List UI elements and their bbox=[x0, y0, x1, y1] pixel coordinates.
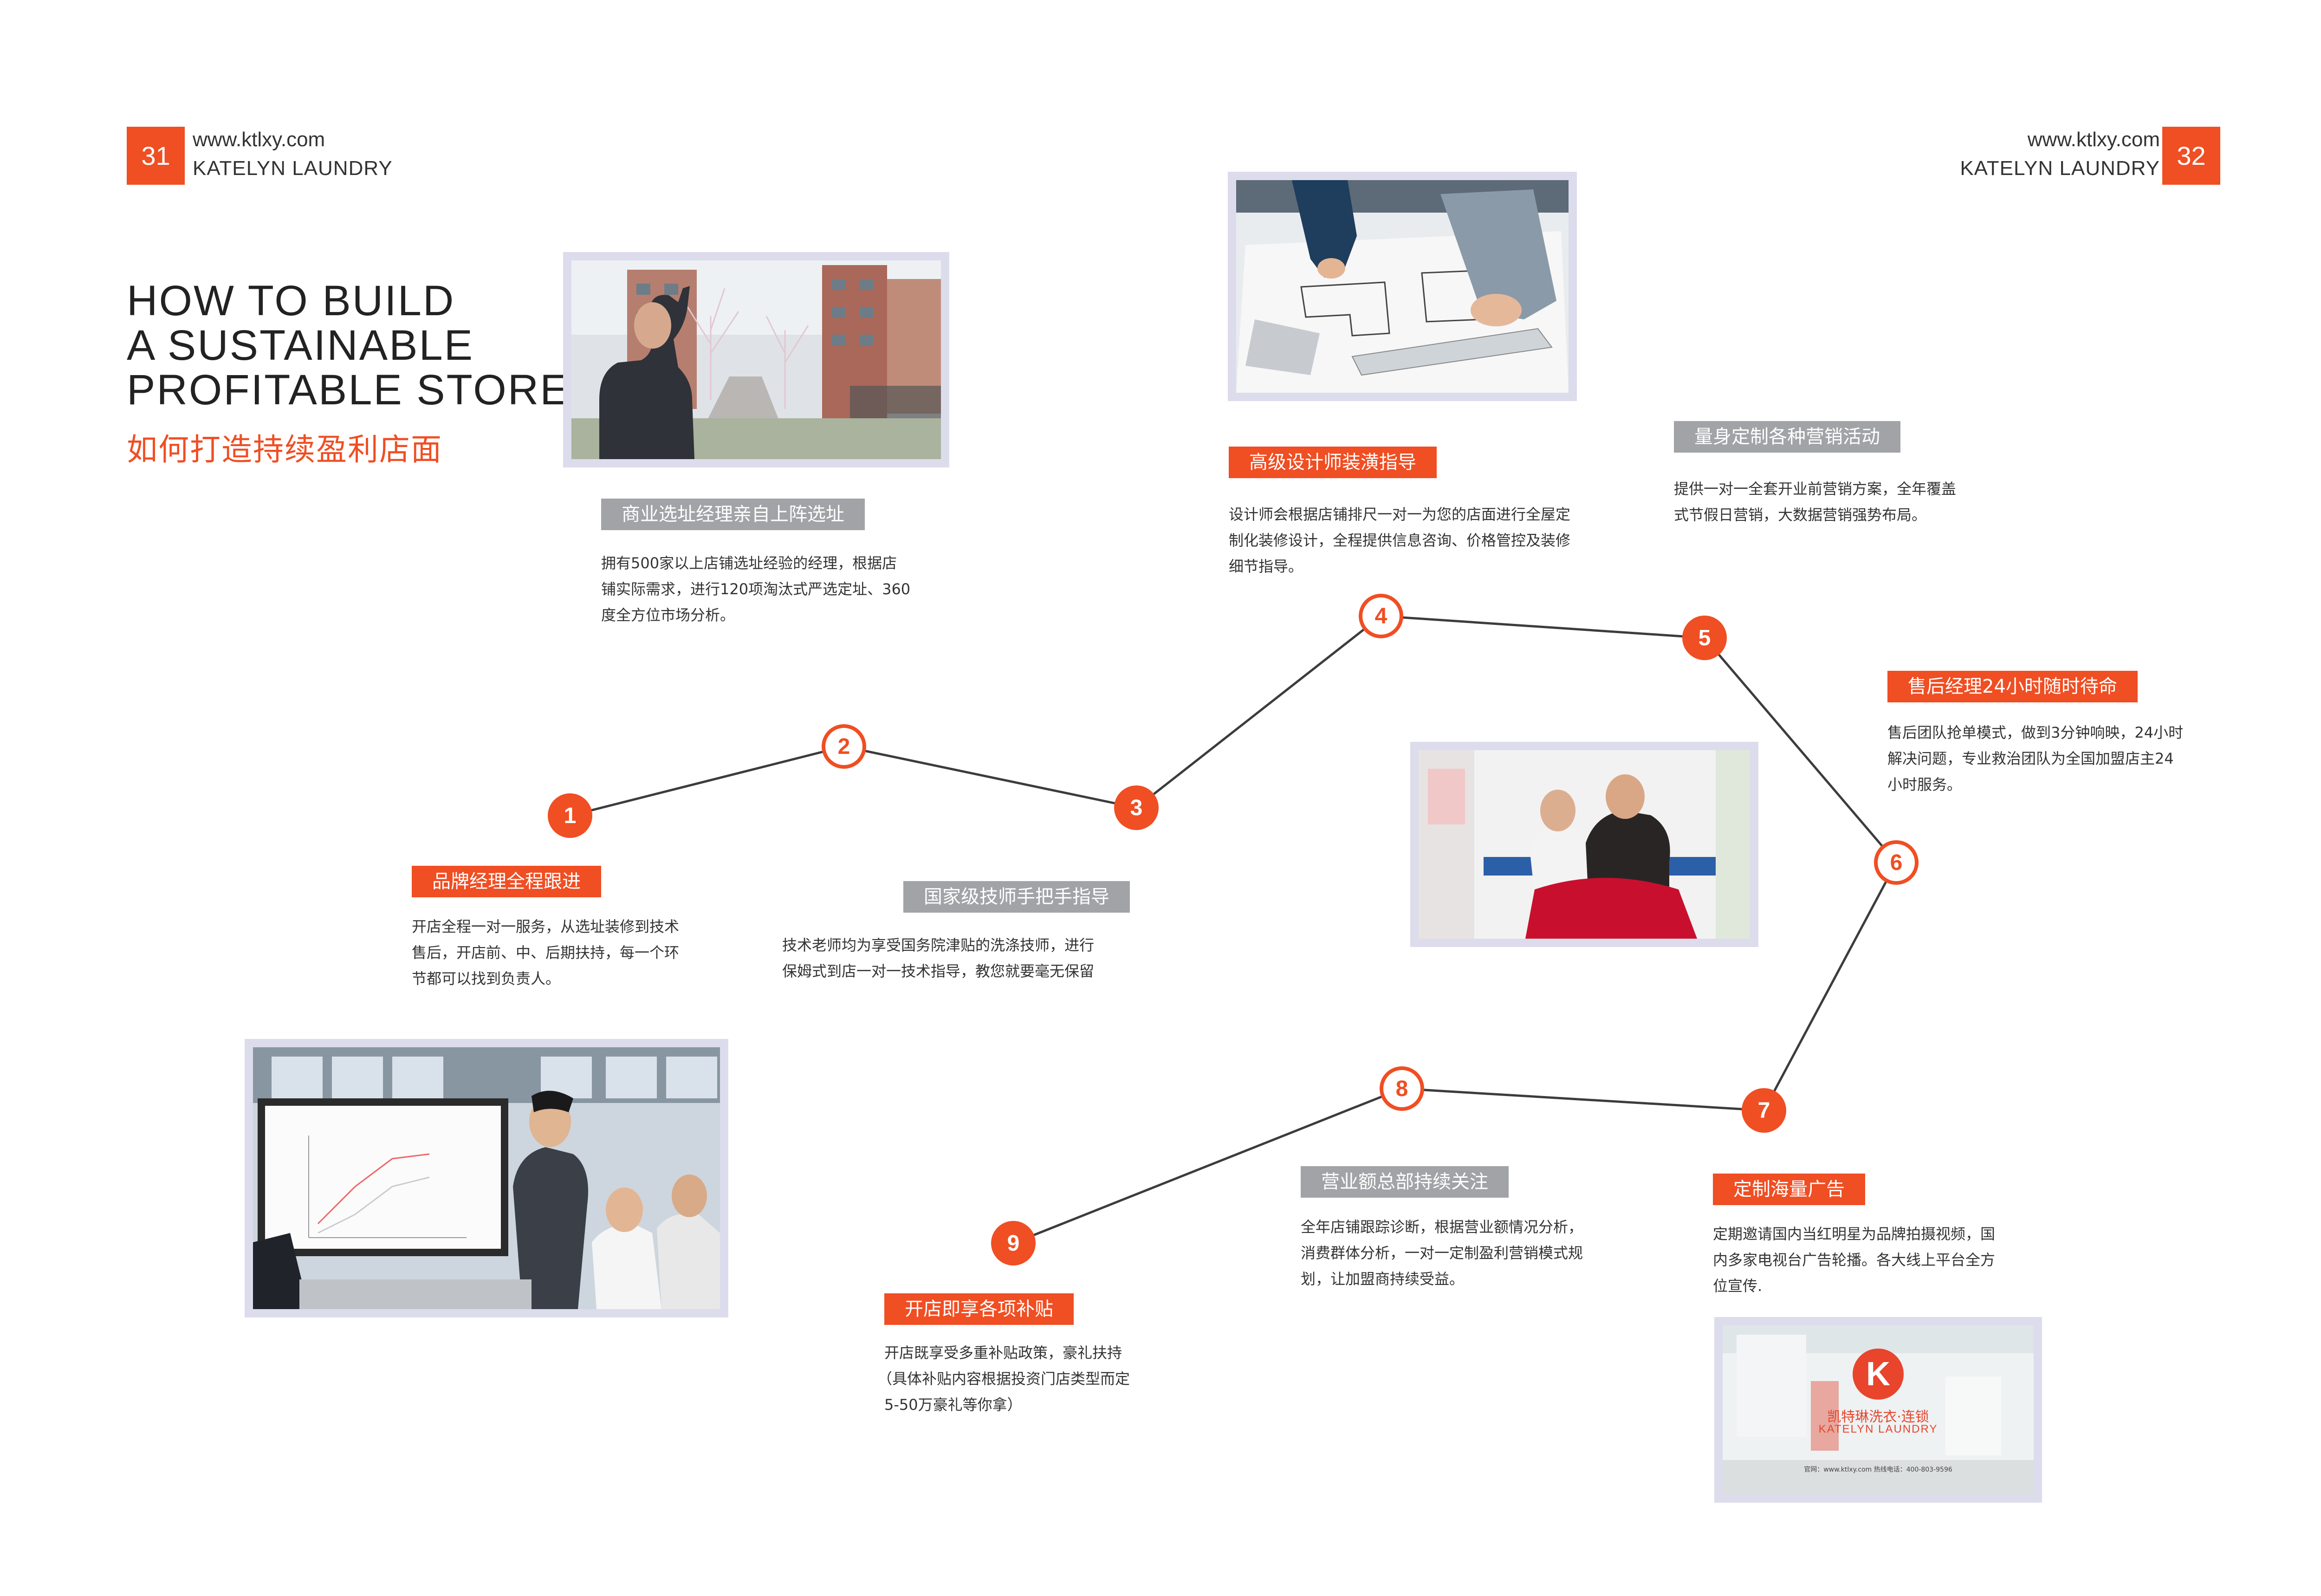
photo-ad-card: K 凯特琳洗衣·连锁 KATELYN LAUNDRY 官网：www.ktlxy.… bbox=[1714, 1317, 2042, 1503]
step-label-3: 国家级技师手把手指导 bbox=[903, 881, 1130, 913]
header-right: www.ktlxy.com KATELYN LAUNDRY bbox=[1960, 125, 2160, 183]
step-node-8: 8 bbox=[1380, 1066, 1424, 1111]
desc-line: 式节假日营销，大数据营销强势布局。 bbox=[1674, 506, 1927, 524]
desc-line: 保姆式到店一对一技术指导，教您就要毫无保留 bbox=[782, 962, 1095, 980]
desc-line: 5-50万豪礼等你拿） bbox=[884, 1396, 1022, 1414]
desc-line: 消费群体分析，一对一定制盈利营销模式规 bbox=[1301, 1244, 1583, 1262]
step-node-6: 6 bbox=[1874, 840, 1919, 885]
header-url-left: www.ktlxy.com bbox=[193, 128, 325, 151]
desc-line: 细节指导。 bbox=[1229, 558, 1303, 575]
page-number-left: 31 bbox=[127, 127, 185, 185]
step-desc-6: 售后团队抢单模式，做到3分钟响映，24小时 解决问题，专业救治团队为全国加盟店主… bbox=[1887, 720, 2183, 798]
step-label-9: 开店即享各项补贴 bbox=[884, 1293, 1074, 1325]
desc-line: 设计师会根据店铺排尺一对一为您的店面进行全屋定 bbox=[1229, 506, 1571, 523]
step-label-1: 品牌经理全程跟进 bbox=[412, 866, 601, 897]
desc-line: 售后团队抢单模式，做到3分钟响映，24小时 bbox=[1887, 724, 2184, 741]
header-brand-right: KATELYN LAUNDRY bbox=[1960, 157, 2160, 180]
title-line-1: HOW TO BUILD bbox=[127, 277, 455, 324]
desc-line: 小时服务。 bbox=[1887, 776, 1962, 793]
step-label-2: 商业选址经理亲自上阵选址 bbox=[601, 499, 865, 530]
step-desc-3: 技术老师均为享受国务院津贴的洗涤技师，进行 保姆式到店一对一技术指导，教您就要毫… bbox=[782, 932, 1094, 984]
desc-line: 内多家电视台广告轮播。各大线上平台全方 bbox=[1713, 1251, 1996, 1269]
desc-line: 铺实际需求，进行120项淘汰式严选定址、360 bbox=[601, 580, 911, 598]
photo-technician bbox=[1410, 742, 1758, 947]
desc-line: 位宣传. bbox=[1713, 1277, 1763, 1295]
page-number-right: 32 bbox=[2162, 127, 2220, 185]
step-label-6: 售后经理24小时随时待命 bbox=[1887, 671, 2138, 702]
desc-line: 拥有500家以上店铺选址经验的经理，根据店 bbox=[601, 554, 897, 572]
step-node-2: 2 bbox=[822, 724, 866, 769]
header-brand-left: KATELYN LAUNDRY bbox=[193, 157, 393, 180]
title-line-2: A SUSTAINABLE bbox=[127, 322, 474, 369]
step-node-9: 9 bbox=[991, 1221, 1036, 1265]
step-node-5: 5 bbox=[1682, 616, 1727, 660]
photo-meeting bbox=[245, 1039, 728, 1317]
step-label-7: 定制海量广告 bbox=[1713, 1174, 1865, 1205]
page-title-en: HOW TO BUILD A SUSTAINABLE PROFITABLE ST… bbox=[127, 279, 570, 412]
step-label-4: 高级设计师装潢指导 bbox=[1229, 447, 1437, 478]
header-left: www.ktlxy.com KATELYN LAUNDRY bbox=[193, 125, 393, 183]
desc-line: 定期邀请国内当红明星为品牌拍摄视频，国 bbox=[1713, 1225, 1996, 1243]
step-desc-9: 开店既享受多重补贴政策，豪礼扶持 （具体补贴内容根据投资门店类型而定 5-50万… bbox=[877, 1340, 1130, 1418]
desc-line: 开店既享受多重补贴政策，豪礼扶持 bbox=[884, 1344, 1122, 1362]
ad-logo-k-icon: K bbox=[1866, 1356, 1890, 1393]
step-node-1: 1 bbox=[548, 793, 592, 838]
step-node-3: 3 bbox=[1114, 785, 1159, 830]
step-desc-5: 提供一对一全套开业前营销方案，全年覆盖 式节假日营销，大数据营销强势布局。 bbox=[1674, 476, 1956, 528]
title-line-3: PROFITABLE STORE bbox=[127, 366, 570, 414]
step-desc-4: 设计师会根据店铺排尺一对一为您的店面进行全屋定 制化装修设计，全程提供信息咨询、… bbox=[1229, 501, 1570, 579]
drawing-photo bbox=[1236, 180, 1569, 393]
desc-line: 技术老师均为享受国务院津贴的洗涤技师，进行 bbox=[782, 936, 1095, 954]
step-label-8: 营业额总部持续关注 bbox=[1301, 1166, 1509, 1198]
ad-brand-en: KATELYN LAUNDRY bbox=[1818, 1423, 1938, 1435]
step-node-4: 4 bbox=[1359, 594, 1403, 638]
step-desc-7: 定期邀请国内当红明星为品牌拍摄视频，国 内多家电视台广告轮播。各大线上平台全方 … bbox=[1713, 1221, 1995, 1299]
desc-line: （具体补贴内容根据投资门店类型而定 bbox=[877, 1370, 1130, 1388]
desc-line: 全年店铺跟踪诊断，根据营业额情况分析， bbox=[1301, 1218, 1583, 1236]
desc-line: 制化装修设计，全程提供信息咨询、价格管控及装修 bbox=[1229, 532, 1571, 549]
desc-line: 解决问题，专业救治团队为全国加盟店主24 bbox=[1887, 750, 2174, 767]
step-node-7: 7 bbox=[1742, 1088, 1786, 1133]
step-desc-2: 拥有500家以上店铺选址经验的经理，根据店 铺实际需求，进行120项淘汰式严选定… bbox=[601, 550, 910, 628]
meeting-photo bbox=[253, 1047, 720, 1309]
desc-line: 度全方位市场分析。 bbox=[601, 606, 735, 624]
ad-brand-cn: 凯特琳洗衣·连锁 bbox=[1827, 1409, 1929, 1425]
technician-photo bbox=[1419, 750, 1750, 939]
desc-line: 提供一对一全套开业前营销方案，全年覆盖 bbox=[1674, 480, 1957, 498]
step-desc-1: 开店全程一对一服务，从选址装修到技术 售后，开店前、中、后期扶持，每一个环 节都… bbox=[412, 914, 679, 992]
header-url-right: www.ktlxy.com bbox=[2027, 128, 2160, 151]
desc-line: 开店全程一对一服务，从选址装修到技术 bbox=[412, 918, 680, 935]
desc-line: 节都可以找到负责人。 bbox=[412, 970, 561, 987]
desc-line: 划，让加盟商持续受益。 bbox=[1301, 1270, 1465, 1288]
photo-designer bbox=[1228, 172, 1577, 401]
ad-logo: K bbox=[1853, 1349, 1904, 1400]
ad-footer: 官网：www.ktlxy.com 热线电话：400-803-9596 bbox=[1804, 1466, 1952, 1473]
step-label-5: 量身定制各种营销活动 bbox=[1674, 421, 1900, 453]
step-desc-8: 全年店铺跟踪诊断，根据营业额情况分析， 消费群体分析，一对一定制盈利营销模式规 … bbox=[1301, 1214, 1583, 1292]
street-photo bbox=[571, 260, 941, 459]
page-title-cn: 如何打造持续盈利店面 bbox=[127, 432, 442, 467]
photo-site-selection bbox=[563, 252, 949, 467]
desc-line: 售后，开店前、中、后期扶持，每一个环 bbox=[412, 944, 680, 961]
ad-card-image: K 凯特琳洗衣·连锁 KATELYN LAUNDRY 官网：www.ktlxy.… bbox=[1723, 1325, 2034, 1494]
